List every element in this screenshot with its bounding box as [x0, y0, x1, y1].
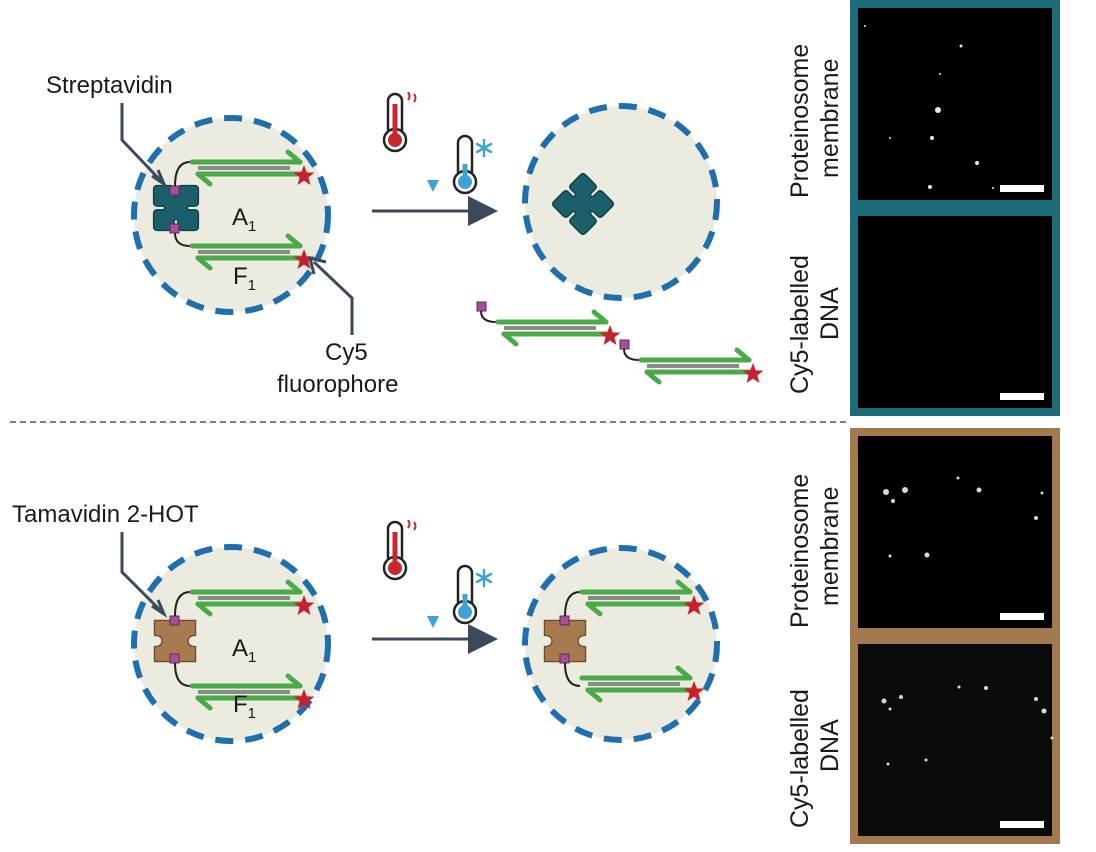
micrograph-membrane [858, 8, 1052, 200]
cy5-label-line2: fluorophore [277, 371, 398, 398]
cy5-label-line1: Cy5 [325, 339, 368, 366]
snowflake-icon [475, 568, 493, 588]
thermometer-cold-icon [452, 134, 478, 195]
bottom-row: A1 F1 Tamavidin 2-HOT [12, 428, 1060, 844]
tamavidin-pointer [120, 532, 164, 614]
micrograph-spots [881, 476, 1054, 766]
dna-duplex [641, 350, 764, 383]
micrograph-dna [858, 644, 1052, 836]
thermometer-hot-icon [382, 520, 417, 581]
biotin-marker [169, 653, 180, 664]
micrograph-label-membrane-l2: membrane [816, 59, 844, 179]
thermometer-hot-icon [382, 92, 417, 153]
scale-bar [1000, 613, 1044, 620]
biotin-marker [559, 653, 570, 664]
biotin-marker [169, 223, 180, 234]
streptavidin-label: Streptavidin [46, 72, 173, 99]
micrograph-spots [864, 25, 994, 189]
dna-duplex [498, 312, 621, 345]
micrograph-label-membrane-l1: Proteinosome [786, 44, 814, 198]
scale-bar [1000, 185, 1044, 192]
micrograph-membrane [858, 436, 1052, 628]
micrograph-label-dna-l1: Cy5-labelled [786, 255, 814, 394]
micrograph-label-membrane-l1: Proteinosome [786, 474, 814, 628]
scale-bar [1000, 821, 1044, 828]
strand-a-label: A1 [232, 204, 256, 235]
scale-bar [1000, 393, 1044, 400]
biotin-marker [619, 339, 630, 350]
strand-f-label: F1 [233, 691, 256, 722]
micrograph-label-dna-l2: DNA [816, 287, 844, 340]
tamavidin-label: Tamavidin 2-HOT [12, 501, 199, 528]
strand-a-label: A1 [232, 635, 256, 666]
biotin-marker [169, 615, 180, 626]
micrograph-label-membrane-l2: membrane [816, 487, 844, 607]
biotin-marker [169, 185, 180, 196]
proteinosome-cell [522, 103, 720, 301]
micrograph-label-dna-l2: DNA [816, 719, 844, 772]
streptavidin-pointer [120, 103, 164, 184]
snowflake-icon [475, 138, 493, 158]
biotin-marker [476, 301, 487, 312]
biotin-marker [559, 615, 570, 626]
micrograph-dna [858, 216, 1052, 408]
cy5-pointer [312, 260, 354, 335]
thermometer-cold-icon [452, 564, 478, 625]
micrograph-label-dna-l1: Cy5-labelled [786, 689, 814, 828]
strand-f-label: F1 [233, 263, 256, 294]
top-row: A1 F1 Streptavidin Cy5 fluorophore [46, 0, 1060, 416]
